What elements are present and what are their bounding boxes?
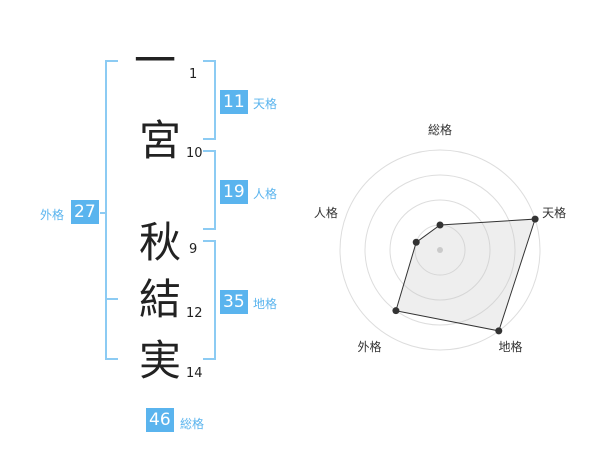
sou-label: 総格 — [180, 417, 205, 431]
ten-label: 天格 — [253, 97, 278, 111]
gai-label: 外格 — [40, 208, 65, 222]
radar-ring-4 — [339, 149, 541, 351]
radar-value-polygon — [395, 218, 536, 332]
kanji-5: 実 — [138, 336, 181, 385]
stroke-count-2: 10 — [186, 146, 203, 161]
kanji-2: 宮 — [138, 116, 181, 165]
ten-bracket-line — [214, 60, 216, 140]
chi-bracket-line — [214, 240, 216, 360]
jin-bracket-line — [214, 150, 216, 230]
radar-axis-label-2: 天格 — [542, 205, 566, 220]
radar-point-5 — [412, 238, 420, 246]
outer-bracket-top — [105, 60, 118, 62]
jin-bracket-bottom — [203, 228, 216, 230]
gai-value-badge: 27 — [71, 200, 99, 224]
stroke-count-1: 1 — [189, 67, 198, 82]
ten-bracket-bottom — [203, 138, 216, 140]
chi-label: 地格 — [253, 297, 278, 311]
radar-axis-label-5: 人格 — [314, 205, 338, 220]
outer-bracket-stub — [100, 212, 106, 214]
outer-bracket-mid — [105, 298, 118, 300]
stroke-count-4: 12 — [186, 306, 203, 321]
sou-value-badge: 46 — [146, 408, 174, 432]
radar-axis-label-3: 地格 — [498, 339, 522, 354]
radar-center-dot — [437, 247, 443, 253]
radar-point-3 — [495, 327, 503, 335]
ten-value-badge: 11 — [220, 90, 248, 114]
jin-bracket-top — [203, 150, 216, 152]
radar-point-4 — [392, 307, 400, 315]
kanji-4: 結 — [138, 275, 181, 324]
radar-axis-label-1: 総格 — [428, 122, 452, 137]
radar-ring-3 — [364, 174, 516, 326]
radar-point-2 — [531, 215, 539, 223]
outer-bracket-line — [105, 60, 107, 360]
kanji-3: 秋 — [138, 218, 181, 267]
ten-bracket-top — [203, 60, 216, 62]
chi-value-badge: 35 — [220, 290, 248, 314]
jin-value-badge: 19 — [220, 180, 248, 204]
outer-bracket-bottom — [105, 358, 118, 360]
chi-bracket-bottom — [203, 358, 216, 360]
jin-label: 人格 — [253, 187, 278, 201]
radar-point-1 — [436, 221, 444, 229]
stroke-count-5: 14 — [186, 366, 203, 381]
radar-ring-2 — [389, 199, 491, 301]
chi-bracket-top — [203, 240, 216, 242]
stroke-count-3: 9 — [189, 242, 198, 257]
radar-axis-label-4: 外格 — [357, 339, 381, 354]
kanji-1: 一 — [133, 36, 176, 85]
